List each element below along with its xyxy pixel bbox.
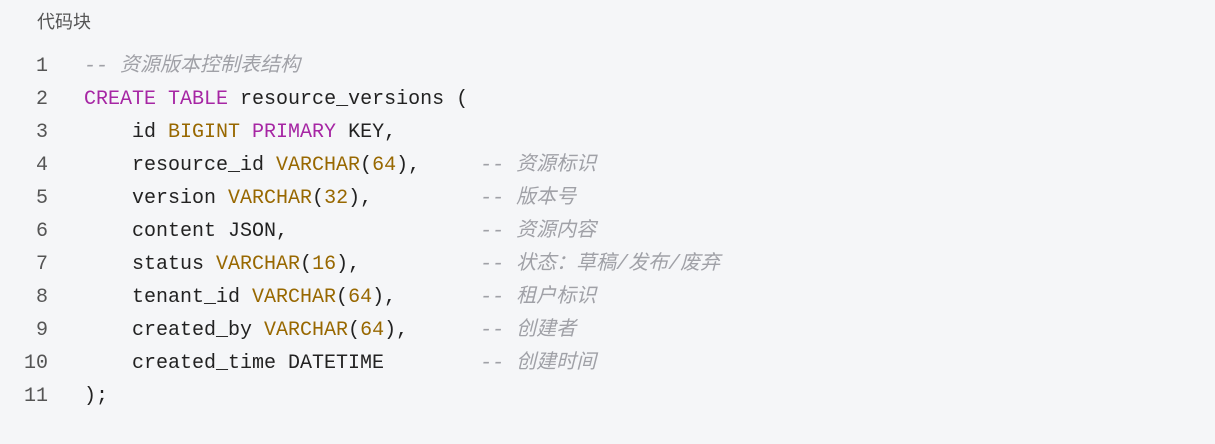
code-text: id: [84, 121, 169, 144]
type-token: 64: [348, 286, 373, 309]
comment-token: -- 资源版本控制表结构: [84, 55, 301, 78]
line-number: 11: [23, 385, 48, 408]
keyword-token: PRIMARY: [252, 121, 337, 144]
type-token: VARCHAR: [216, 253, 301, 276]
type-token: VARCHAR: [252, 286, 337, 309]
code-line: 3 id BIGINT PRIMARY KEY,: [0, 116, 720, 149]
comment-token: -- 租户标识: [480, 286, 597, 309]
comment-token: -- 资源标识: [480, 154, 597, 177]
code-line: 2 CREATE TABLE resource_versions (: [0, 83, 720, 116]
code-text: created_by: [84, 319, 265, 342]
code-line: 11);: [0, 380, 720, 413]
code-text: );: [84, 385, 109, 408]
type-token: 64: [360, 319, 385, 342]
code-line: 6 content JSON, -- 资源内容: [0, 215, 720, 248]
line-number: 5: [35, 187, 48, 210]
line-number: 3: [35, 121, 48, 144]
line-number: 8: [35, 286, 48, 309]
code-text: created_time DATETIME: [84, 352, 481, 375]
code-text: (: [336, 286, 349, 309]
code-line: 7 status VARCHAR(16), -- 状态：草稿/发布/废弃: [0, 248, 720, 281]
code-line: 8 tenant_id VARCHAR(64), -- 租户标识: [0, 281, 720, 314]
code-line: 5 version VARCHAR(32), -- 版本号: [0, 182, 720, 215]
keyword-token: CREATE: [84, 88, 157, 111]
comment-token: -- 创建时间: [480, 352, 597, 375]
code-text: resource_versions (: [228, 88, 469, 111]
code-text: ),: [396, 154, 481, 177]
code-text: ),: [336, 253, 481, 276]
comment-token: -- 版本号: [480, 187, 577, 210]
code-text: ),: [372, 286, 481, 309]
code-text: content JSON,: [84, 220, 481, 243]
keyword-token: TABLE: [168, 88, 229, 111]
line-number: 4: [35, 154, 48, 177]
comment-token: -- 状态：草稿/发布/废弃: [480, 253, 721, 276]
comment-token: -- 资源内容: [480, 220, 597, 243]
code-text: ),: [384, 319, 481, 342]
code-line: 1 -- 资源版本控制表结构: [0, 50, 720, 83]
code-line: 4 resource_id VARCHAR(64), -- 资源标识: [0, 149, 720, 182]
type-token: 32: [324, 187, 349, 210]
code-text: (: [360, 154, 373, 177]
type-token: BIGINT: [168, 121, 241, 144]
code-text: [240, 116, 252, 149]
code-text: ),: [348, 187, 481, 210]
code-text: resource_id: [84, 154, 277, 177]
code-text: KEY,: [336, 121, 397, 144]
line-number: 9: [35, 319, 48, 342]
line-number: 7: [35, 253, 48, 276]
type-token: 64: [372, 154, 397, 177]
code-text: (: [300, 253, 313, 276]
type-token: VARCHAR: [264, 319, 349, 342]
code-text: (: [312, 187, 325, 210]
comment-token: -- 创建者: [480, 319, 577, 342]
code-line: 9 created_by VARCHAR(64), -- 创建者: [0, 314, 720, 347]
line-number: 6: [35, 220, 48, 243]
code-text: tenant_id: [84, 286, 253, 309]
code-block-title: 代码块: [37, 12, 91, 33]
code-text: status: [84, 253, 217, 276]
type-token: VARCHAR: [228, 187, 313, 210]
line-number: 1: [35, 55, 48, 78]
line-number: 2: [35, 88, 48, 111]
code-text: (: [348, 319, 361, 342]
code-text: version: [84, 187, 229, 210]
code-block[interactable]: 1 -- 资源版本控制表结构 2 CREATE TABLE resource_vers…: [0, 50, 720, 413]
type-token: VARCHAR: [276, 154, 361, 177]
code-line: 10 created_time DATETIME -- 创建时间: [0, 347, 720, 380]
code-text: [156, 83, 168, 116]
line-number: 10: [23, 352, 48, 375]
type-token: 16: [312, 253, 337, 276]
